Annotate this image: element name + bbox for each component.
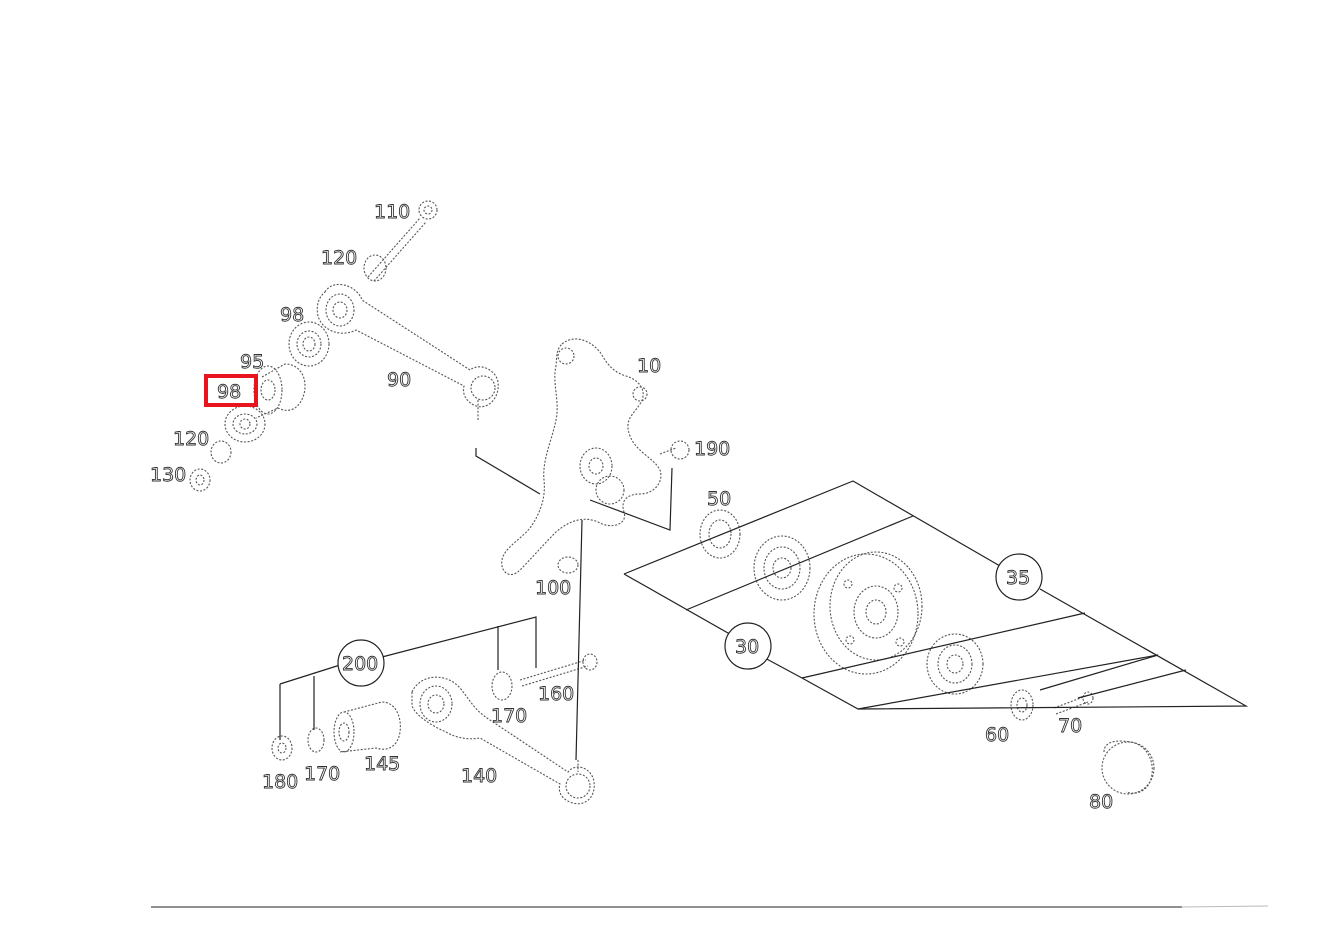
callout-10[interactable]: 10 xyxy=(637,355,662,378)
leader-lines xyxy=(279,448,1249,761)
callout-170-left[interactable]: 170 xyxy=(304,763,341,786)
callout-130[interactable]: 130 xyxy=(150,464,187,487)
callout-140[interactable]: 140 xyxy=(461,765,498,788)
callout-60[interactable]: 60 xyxy=(985,724,1010,747)
callout-70[interactable]: 70 xyxy=(1058,715,1083,738)
callout-95[interactable]: 95 xyxy=(240,351,265,374)
callout-120-upper[interactable]: 120 xyxy=(321,247,358,270)
callout-200[interactable]: 200 xyxy=(342,653,379,676)
hub-and-bearing-assembly xyxy=(699,509,1155,795)
selected-part-highlight xyxy=(204,374,258,407)
lower-control-arm-assembly xyxy=(271,653,598,805)
bottom-divider-end xyxy=(1181,905,1269,908)
callout-80[interactable]: 80 xyxy=(1089,791,1114,814)
callout-170-right[interactable]: 170 xyxy=(491,705,528,728)
steering-knuckle-assembly xyxy=(501,338,690,575)
callout-50[interactable]: 50 xyxy=(707,488,732,511)
group-30-circle xyxy=(724,622,772,670)
group-35-circle xyxy=(995,553,1043,601)
group-200-circle xyxy=(337,639,385,687)
callout-labels: 110 120 98 95 98 120 130 90 10 190 50 35… xyxy=(150,201,1114,814)
callout-30[interactable]: 30 xyxy=(735,636,760,659)
upper-control-arm-assembly xyxy=(189,200,499,492)
callout-145[interactable]: 145 xyxy=(364,753,401,776)
callout-35[interactable]: 35 xyxy=(1006,567,1031,590)
callout-98-lower-selected[interactable]: 98 xyxy=(217,381,242,404)
callout-100[interactable]: 100 xyxy=(535,577,572,600)
callout-98-upper[interactable]: 98 xyxy=(280,304,305,327)
callout-90[interactable]: 90 xyxy=(387,369,412,392)
callout-160[interactable]: 160 xyxy=(538,683,575,706)
callout-180[interactable]: 180 xyxy=(262,771,299,794)
callout-110[interactable]: 110 xyxy=(374,201,411,224)
callout-190[interactable]: 190 xyxy=(694,438,731,461)
callout-120-lower[interactable]: 120 xyxy=(173,428,210,451)
